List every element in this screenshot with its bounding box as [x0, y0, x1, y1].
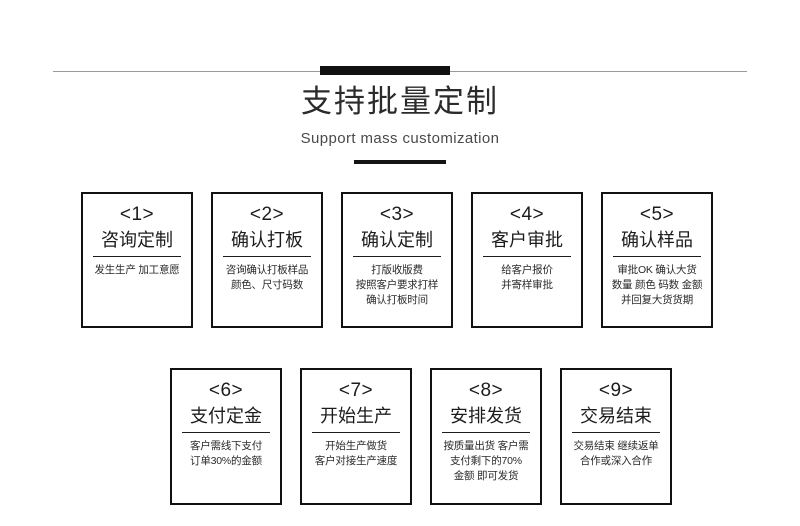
step-index: <4>	[509, 204, 545, 225]
step-index: <8>	[468, 380, 504, 401]
step-separator	[182, 432, 270, 433]
step-description-line: 开始生产做货	[325, 440, 387, 452]
step-description: 审批OK 确认大货数量 颜色 码数 金额并回复大货货期	[605, 263, 709, 308]
step-index: <5>	[639, 204, 675, 225]
step-description-line: 客户对接生产速度	[314, 455, 398, 467]
step-description: 按质量出货 客户需支付剩下的70% 金额 即可发货	[434, 439, 538, 484]
step-description-line: 审批OK 确认大货	[617, 264, 697, 276]
step-description-line: 数量 颜色 码数 金额	[611, 279, 703, 291]
step-separator	[312, 432, 400, 433]
title-underline-bar	[354, 160, 446, 164]
step-title: 开始生产	[320, 406, 392, 426]
process-step-card: <9> 交易结束交易结束 继续返单合作或深入合作	[560, 368, 672, 505]
step-title: 确认样品	[621, 230, 693, 250]
process-step-card: <1> 咨询定制发生生产 加工意愿	[81, 192, 193, 328]
step-separator	[442, 432, 530, 433]
process-step-card: <8> 安排发货按质量出货 客户需支付剩下的70% 金额 即可发货	[430, 368, 542, 505]
step-description: 给客户报价并寄样审批	[475, 263, 579, 293]
step-description: 咨询确认打板样品颜色、尺寸码数	[215, 263, 319, 293]
step-description-line: 订单30%的金额	[190, 455, 262, 467]
step-description-line: 确认打板时间	[366, 294, 428, 306]
step-description-line: 并寄样审批	[501, 279, 553, 291]
page-header: 支持批量定制 Support mass customization	[0, 0, 800, 180]
step-description-line: 颜色、尺寸码数	[230, 279, 304, 291]
step-separator	[572, 432, 660, 433]
step-description-line: 给客户报价	[501, 264, 553, 276]
step-title: 安排发货	[450, 406, 522, 426]
step-description: 客户需线下支付订单30%的金额	[174, 439, 278, 469]
step-separator	[223, 256, 311, 257]
step-description: 交易结束 继续返单合作或深入合作	[564, 439, 668, 469]
step-title: 客户审批	[491, 230, 563, 250]
step-description-line: 合作或深入合作	[579, 455, 653, 467]
step-description: 打版收版费按照客户要求打样确认打板时间	[345, 263, 449, 308]
step-index: <3>	[379, 204, 415, 225]
step-description-line: 按质量出货 客户需	[443, 440, 529, 452]
step-separator	[613, 256, 701, 257]
step-index: <6>	[208, 380, 244, 401]
step-description-line: 咨询确认打板样品	[225, 264, 309, 276]
page-title: 支持批量定制	[301, 84, 499, 119]
step-description-line: 金额 即可发货	[453, 470, 519, 482]
step-index: <1>	[119, 204, 155, 225]
step-separator	[93, 256, 181, 257]
process-step-card: <7> 开始生产开始生产做货客户对接生产速度	[300, 368, 412, 505]
step-description-line: 发生生产 加工意愿	[94, 264, 180, 276]
process-step-card: <4> 客户审批给客户报价并寄样审批	[471, 192, 583, 328]
step-title: 支付定金	[190, 406, 262, 426]
step-separator	[483, 256, 571, 257]
step-index: <2>	[249, 204, 285, 225]
process-step-card: <5> 确认样品审批OK 确认大货数量 颜色 码数 金额并回复大货货期	[601, 192, 713, 328]
step-description-line: 客户需线下支付	[189, 440, 263, 452]
step-description: 发生生产 加工意愿	[85, 263, 189, 278]
process-step-card: <2> 确认打板咨询确认打板样品颜色、尺寸码数	[211, 192, 323, 328]
process-row-2: <6> 支付定金客户需线下支付订单30%的金额 <7> 开始生产开始生产做货客户对接生…	[170, 368, 672, 505]
process-row-1: <1> 咨询定制发生生产 加工意愿 <2> 确认打板咨询确认打板样品颜色、尺寸码数 <3…	[81, 192, 713, 328]
step-title: 确认定制	[361, 230, 433, 250]
step-title: 确认打板	[231, 230, 303, 250]
step-description-line: 打版收版费	[371, 264, 423, 276]
process-step-card: <6> 支付定金客户需线下支付订单30%的金额	[170, 368, 282, 505]
step-description-line: 支付剩下的70%	[450, 455, 522, 467]
step-title: 交易结束	[580, 406, 652, 426]
step-index: <9>	[598, 380, 634, 401]
step-description-line: 按照客户要求打样	[355, 279, 439, 291]
step-description: 开始生产做货客户对接生产速度	[304, 439, 408, 469]
step-description-line: 并回复大货货期	[620, 294, 694, 306]
page-subtitle: Support mass customization	[300, 130, 500, 147]
step-description-line: 交易结束 继续返单	[573, 440, 659, 452]
step-separator	[353, 256, 441, 257]
header-divider-accent-bar	[320, 66, 450, 75]
step-title: 咨询定制	[101, 230, 173, 250]
step-index: <7>	[338, 380, 374, 401]
process-step-card: <3> 确认定制打版收版费按照客户要求打样确认打板时间	[341, 192, 453, 328]
